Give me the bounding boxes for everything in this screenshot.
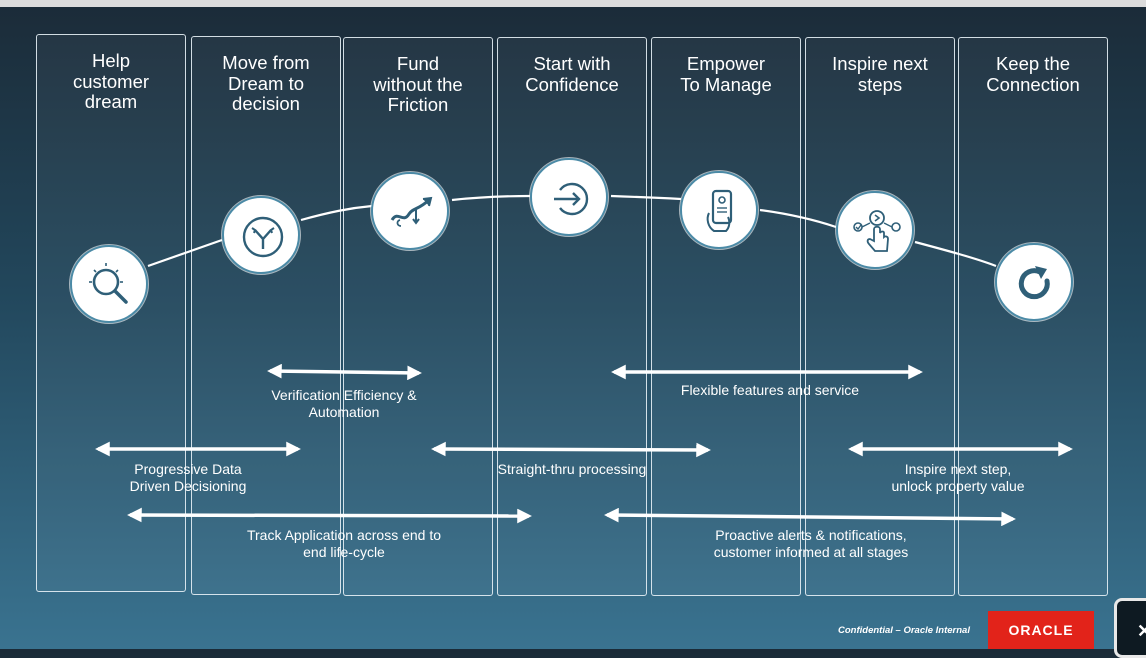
capability-inspire-next-step: Inspire next step, unlock property value bbox=[891, 461, 1025, 494]
stage-title: Start with Confidence bbox=[525, 53, 619, 95]
phone-hand-icon bbox=[706, 189, 733, 232]
stage-column-move-from-dream: Move from Dream to decision bbox=[191, 36, 341, 595]
capability-progressive-data: Progressive Data Driven Decisioning bbox=[129, 461, 247, 494]
capability-proactive-alerts: Proactive alerts & notifications, custom… bbox=[713, 527, 909, 560]
stage-icon-circle bbox=[530, 158, 608, 236]
stage-icon-circle bbox=[680, 171, 758, 249]
stage-column-fund-without-friction: Fund without the Friction bbox=[343, 37, 493, 596]
magnifier-icon bbox=[89, 263, 128, 304]
stage-title: Keep the Connection bbox=[986, 53, 1080, 95]
stage-icon-circle bbox=[222, 196, 300, 274]
stage-icon-circle bbox=[371, 172, 449, 250]
fork-arrows-icon bbox=[242, 216, 284, 258]
stage-title: Help customer dream bbox=[72, 50, 150, 112]
arrow-verification bbox=[267, 363, 422, 381]
stage-title: Empower To Manage bbox=[680, 53, 772, 95]
stage-title: Move from Dream to decision bbox=[222, 52, 310, 114]
touch-choice-icon bbox=[853, 210, 901, 252]
arrow-straight-thru bbox=[431, 441, 711, 458]
stage-column-inspire-next-steps: Inspire next steps bbox=[805, 37, 955, 596]
window-top-edge bbox=[0, 0, 1146, 7]
stage-title: Fund without the Friction bbox=[373, 53, 463, 115]
stage-column-start-with-confidence: Start with Confidence bbox=[497, 37, 647, 596]
close-icon: ✕ bbox=[1137, 621, 1146, 641]
enter-arrow-icon bbox=[554, 182, 589, 216]
stage-icon-circle bbox=[70, 245, 148, 323]
arrow-proactive-alerts bbox=[604, 507, 1016, 527]
capability-track-application: Track Application across end to end life… bbox=[246, 527, 442, 560]
trend-arrow-icon bbox=[390, 196, 433, 227]
stage-column-empower-to-manage: Empower To Manage bbox=[651, 37, 801, 596]
oracle-logo: ORACLE bbox=[988, 611, 1094, 649]
confidential-notice: Confidential – Oracle Internal bbox=[838, 625, 970, 636]
close-button[interactable]: ✕ bbox=[1114, 598, 1146, 658]
capability-flexible-features: Flexible features and service bbox=[680, 382, 860, 398]
arrow-track-application bbox=[127, 507, 532, 524]
stage-title: Inspire next steps bbox=[832, 53, 928, 95]
capability-verification-efficiency: Verification Efficiency & Automation bbox=[271, 387, 417, 420]
journey-curve bbox=[147, 194, 997, 268]
stage-icon-circle bbox=[995, 243, 1073, 321]
capability-straight-thru: Straight-thru processing bbox=[497, 461, 647, 477]
stage-icon-circle bbox=[836, 191, 914, 269]
refresh-icon bbox=[1018, 266, 1050, 300]
